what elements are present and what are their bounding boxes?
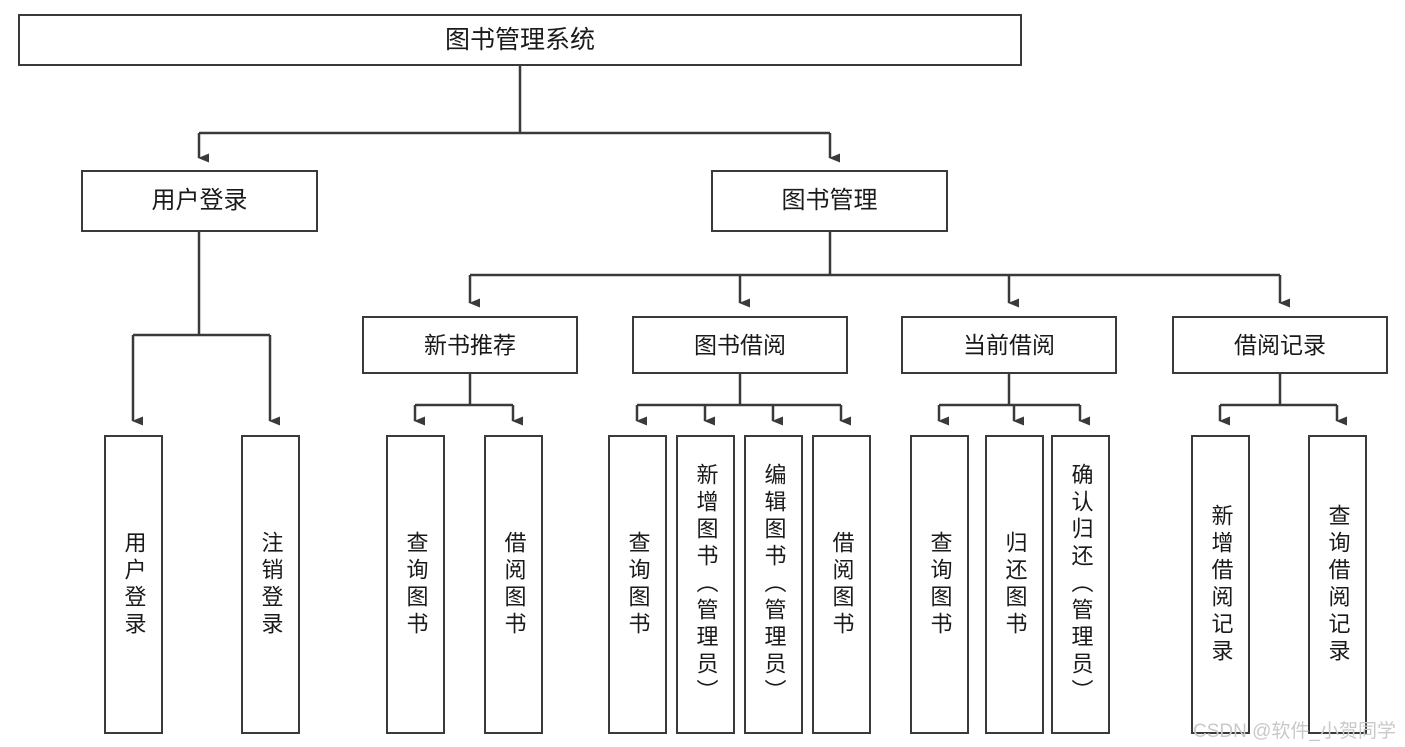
leaf-query-book-1-label: 查询图书 bbox=[403, 530, 429, 639]
leaf-query-record[interactable]: 查询借阅记录 bbox=[1308, 435, 1367, 734]
node-borrow-record[interactable]: 借阅记录 bbox=[1172, 316, 1388, 374]
leaf-query-book-3-label: 查询图书 bbox=[927, 530, 953, 639]
leaf-add-record-label: 新增借阅记录 bbox=[1208, 503, 1234, 666]
node-new-book-recommend-label: 新书推荐 bbox=[424, 331, 516, 358]
leaf-edit-book[interactable]: 编辑图书（管理员） bbox=[744, 435, 803, 734]
leaf-confirm-return-label: 确认归还（管理员） bbox=[1068, 463, 1094, 706]
node-new-book-recommend[interactable]: 新书推荐 bbox=[362, 316, 578, 374]
node-book-borrow-label: 图书借阅 bbox=[694, 331, 786, 358]
leaf-edit-book-label: 编辑图书（管理员） bbox=[761, 463, 787, 706]
node-user-login-label: 用户登录 bbox=[151, 187, 248, 215]
node-user-login[interactable]: 用户登录 bbox=[81, 170, 318, 232]
leaf-return-book[interactable]: 归还图书 bbox=[985, 435, 1044, 734]
leaf-borrow-book-1[interactable]: 借阅图书 bbox=[484, 435, 543, 734]
node-book-borrow[interactable]: 图书借阅 bbox=[632, 316, 848, 374]
leaf-query-book-3[interactable]: 查询图书 bbox=[910, 435, 969, 734]
node-current-borrow[interactable]: 当前借阅 bbox=[901, 316, 1117, 374]
leaf-add-book[interactable]: 新增图书（管理员） bbox=[676, 435, 735, 734]
leaf-user-login-label: 用户登录 bbox=[121, 530, 147, 639]
leaf-borrow-book-1-label: 借阅图书 bbox=[501, 530, 527, 639]
leaf-logout-label: 注销登录 bbox=[258, 530, 284, 639]
leaf-user-login[interactable]: 用户登录 bbox=[104, 435, 163, 734]
leaf-add-record[interactable]: 新增借阅记录 bbox=[1191, 435, 1250, 734]
leaf-confirm-return[interactable]: 确认归还（管理员） bbox=[1051, 435, 1110, 734]
leaf-query-book-2-label: 查询图书 bbox=[625, 530, 651, 639]
leaf-query-record-label: 查询借阅记录 bbox=[1325, 503, 1351, 666]
node-root[interactable]: 图书管理系统 bbox=[18, 14, 1022, 66]
leaf-borrow-book-2[interactable]: 借阅图书 bbox=[812, 435, 871, 734]
node-book-management[interactable]: 图书管理 bbox=[711, 170, 948, 232]
leaf-query-book-2[interactable]: 查询图书 bbox=[608, 435, 667, 734]
node-current-borrow-label: 当前借阅 bbox=[963, 331, 1055, 358]
leaf-borrow-book-2-label: 借阅图书 bbox=[829, 530, 855, 639]
leaf-return-book-label: 归还图书 bbox=[1002, 530, 1028, 639]
leaf-add-book-label: 新增图书（管理员） bbox=[693, 463, 719, 706]
node-root-label: 图书管理系统 bbox=[444, 25, 595, 54]
leaf-logout[interactable]: 注销登录 bbox=[241, 435, 300, 734]
csdn-watermark: CSDN @软件_小贺同学 bbox=[1193, 721, 1396, 742]
node-book-management-label: 图书管理 bbox=[781, 187, 878, 215]
node-borrow-record-label: 借阅记录 bbox=[1234, 331, 1326, 358]
leaf-query-book-1[interactable]: 查询图书 bbox=[386, 435, 445, 734]
